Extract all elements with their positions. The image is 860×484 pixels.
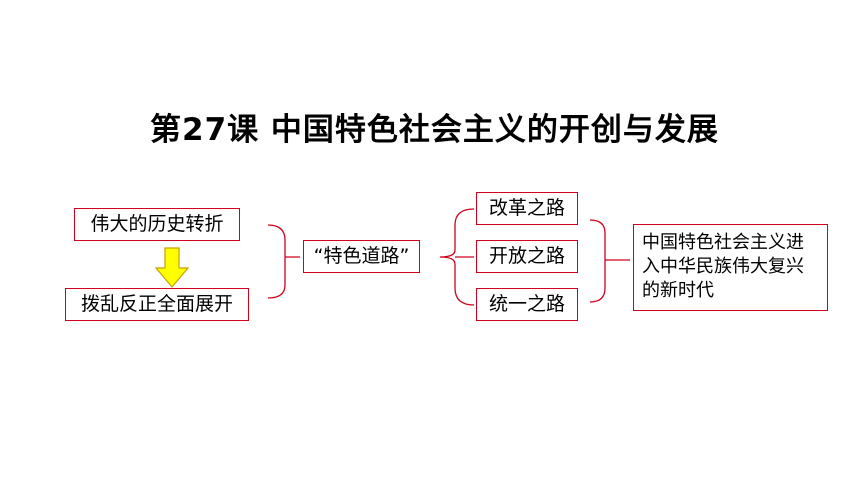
node-set-right: 拨乱反正全面展开 <box>65 288 249 321</box>
node-opening-road: 开放之路 <box>476 240 578 273</box>
node-unification-road: 统一之路 <box>476 288 578 321</box>
node-special-road: “特色道路” <box>303 240 420 273</box>
node-reform-road: 改革之路 <box>476 192 578 225</box>
down-arrow <box>154 247 190 288</box>
page-title: 第27课 中国特色社会主义的开创与发展 <box>150 112 719 148</box>
right-bracket <box>589 219 630 303</box>
node-new-era: 中国特色社会主义进入中华民族伟大复兴的新时代 <box>633 224 828 311</box>
middle-brace <box>439 208 475 306</box>
node-turning-point: 伟大的历史转折 <box>74 208 240 241</box>
left-bracket <box>267 224 300 299</box>
